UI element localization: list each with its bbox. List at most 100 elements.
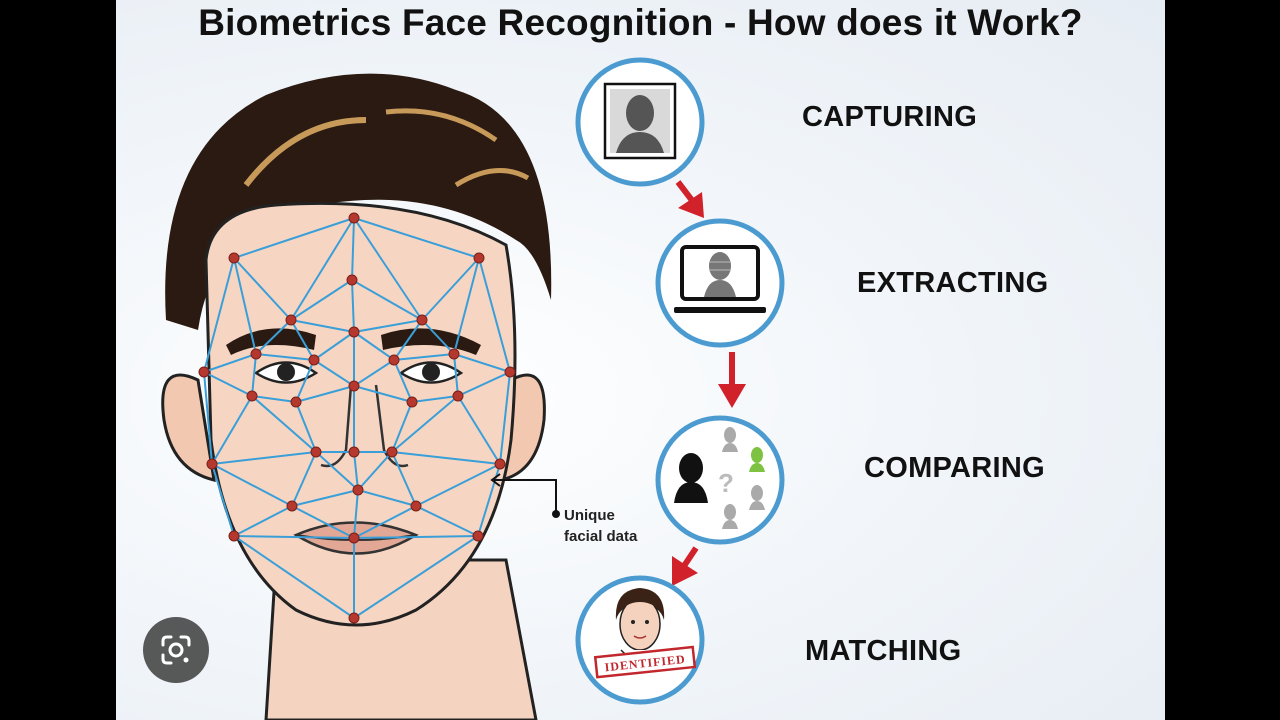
mesh-edge: [393, 359, 413, 403]
mesh-edge: [233, 257, 257, 355]
mesh-node: [290, 396, 302, 408]
step-label-comparing: COMPARING: [864, 452, 1045, 484]
step-label-extracting: EXTRACTING: [857, 267, 1049, 299]
infographic-frame: Biometrics Face Recognition - How does i…: [116, 0, 1165, 720]
mesh-node: [346, 274, 358, 286]
mesh-node: [228, 530, 240, 542]
mesh-edge: [411, 395, 459, 403]
mesh-node: [504, 366, 516, 378]
mesh-node: [348, 326, 360, 338]
mesh-edge: [353, 331, 395, 361]
mesh-node: [308, 354, 320, 366]
mesh-edge: [255, 319, 292, 355]
identified-face-icon: IDENTIFIED: [593, 588, 697, 679]
mesh-edge: [421, 319, 455, 355]
mesh-edge: [457, 371, 511, 397]
mesh-edge: [291, 489, 359, 507]
mesh-node: [250, 348, 262, 360]
mesh-edge: [233, 535, 355, 539]
mesh-edge: [453, 257, 480, 355]
mesh-edge: [203, 257, 235, 373]
mesh-edge: [203, 353, 257, 373]
callout-line-1: Unique: [564, 507, 615, 524]
mesh-edge: [415, 505, 479, 537]
mesh-edge: [391, 401, 413, 453]
mesh-edge: [211, 463, 235, 537]
lens-camera-icon: [161, 635, 191, 665]
mesh-edge: [211, 395, 253, 465]
mesh-edge: [211, 463, 293, 507]
arrow-compare-to-match: [672, 546, 699, 586]
mesh-edge: [393, 319, 423, 361]
mesh-edge: [351, 279, 423, 321]
mesh-node: [448, 348, 460, 360]
mesh-edge: [393, 353, 455, 361]
mesh-edge: [357, 489, 417, 507]
mesh-node: [410, 500, 422, 512]
facial-landmark-mesh: [198, 212, 516, 624]
flow-arrows: [672, 180, 746, 586]
mesh-node: [348, 532, 360, 544]
step-matching-circle: IDENTIFIED: [575, 575, 705, 705]
mesh-edge: [353, 505, 417, 539]
mesh-node: [452, 390, 464, 402]
mesh-edge: [391, 395, 459, 453]
portrait-photo-icon: [603, 82, 677, 160]
step-extracting-circle: [655, 218, 785, 348]
mesh-node: [285, 314, 297, 326]
mesh-edge: [291, 505, 355, 539]
mesh-node: [472, 530, 484, 542]
mesh-edge: [353, 359, 395, 387]
question-mark: ?: [718, 468, 734, 498]
mesh-edge: [353, 535, 479, 619]
mesh-edge: [353, 217, 423, 321]
mesh-edge: [233, 217, 355, 259]
right-eye: [398, 361, 464, 384]
visual-search-button[interactable]: [143, 617, 209, 683]
mesh-node: [494, 458, 506, 470]
mesh-edge: [290, 319, 355, 333]
mesh-edge: [353, 489, 359, 539]
mesh-edge: [295, 385, 355, 403]
mesh-edge: [255, 353, 315, 361]
mesh-edge: [415, 463, 501, 507]
mesh-edge: [457, 395, 501, 465]
mesh-edge: [233, 505, 293, 537]
left-eye: [253, 361, 319, 384]
mesh-edge: [453, 353, 511, 373]
mesh-node: [386, 446, 398, 458]
mesh-node: [473, 252, 485, 264]
mesh-edge: [357, 451, 393, 491]
arrow-capture-to-extract: [675, 180, 704, 218]
mesh-edge: [295, 359, 315, 403]
mesh-node: [352, 484, 364, 496]
mesh-node: [348, 612, 360, 624]
mesh-node: [388, 354, 400, 366]
mesh-node: [348, 446, 360, 458]
mesh-edge: [421, 257, 480, 321]
mesh-edge: [203, 371, 213, 465]
mesh-edge: [290, 217, 355, 321]
faces-compare-icon: ?: [674, 427, 765, 529]
mesh-edge: [251, 395, 297, 403]
step-label-capturing: CAPTURING: [802, 101, 978, 133]
mesh-edge: [251, 395, 317, 453]
mesh-edge: [353, 535, 479, 539]
mesh-node: [286, 500, 298, 512]
mesh-node: [348, 380, 360, 392]
mesh-node: [416, 314, 428, 326]
step-comparing-circle: ?: [655, 415, 785, 545]
mesh-edge: [353, 451, 359, 491]
mesh-edge: [353, 217, 480, 259]
mesh-edge: [211, 451, 317, 465]
nose: [320, 384, 409, 468]
laptop-face-icon: [674, 245, 766, 313]
step-label-matching: MATCHING: [805, 635, 962, 667]
mesh-edge: [351, 217, 355, 281]
mesh-edge: [233, 257, 292, 321]
face-illustration: [161, 73, 552, 720]
facial-data-callout: Unique facial data: [490, 473, 638, 545]
mesh-node: [198, 366, 210, 378]
mesh-node: [228, 252, 240, 264]
callout-line-2: facial data: [564, 528, 638, 545]
